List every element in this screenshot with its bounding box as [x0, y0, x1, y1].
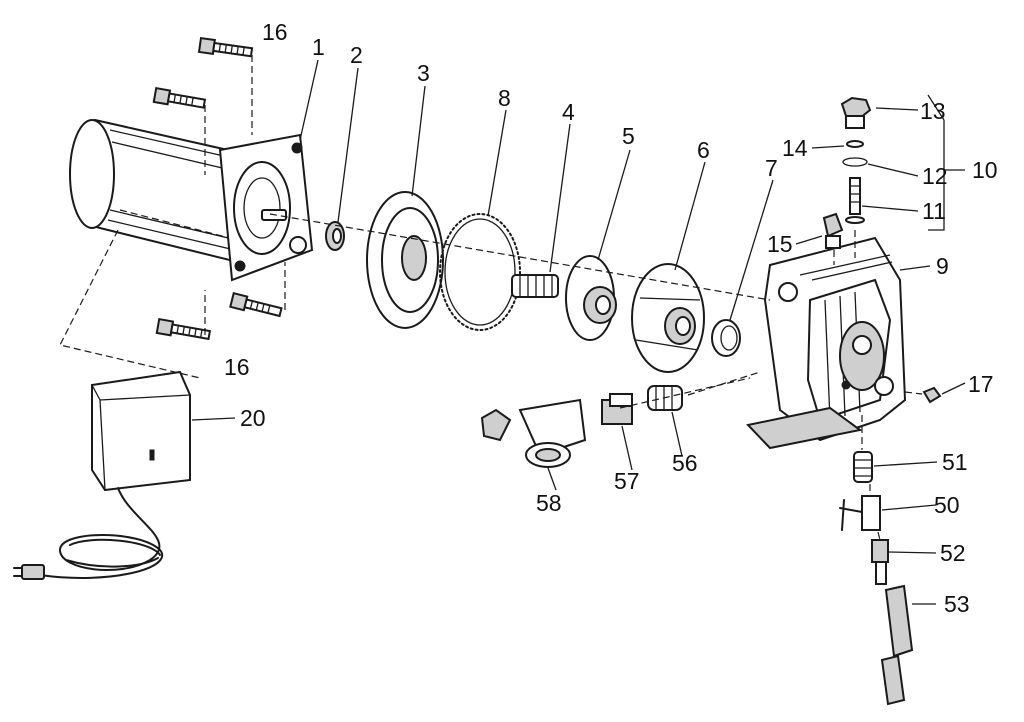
callout-50: 50	[934, 492, 960, 518]
switch-box-part	[13, 229, 201, 580]
callout-3: 3	[417, 60, 430, 86]
callout-53: 53	[944, 591, 970, 617]
shaft-seal-part	[511, 274, 559, 298]
callout-2: 2	[350, 42, 363, 68]
callout-15: 15	[767, 231, 793, 257]
assembly-axis-line-lower	[619, 377, 751, 409]
bolt-part	[152, 36, 286, 341]
wear-ring-part	[711, 319, 741, 357]
callout-13: 13	[920, 98, 946, 124]
callout-7: 7	[765, 155, 778, 181]
priming-plug-assembly	[822, 96, 872, 265]
callout-52: 52	[940, 540, 966, 566]
callout-9: 9	[936, 253, 949, 279]
drain-plug-part	[904, 386, 942, 404]
callout-labels: 1 2 3 8 4 5 6 7 9 13 14 12 10 11 15 16 1…	[224, 19, 998, 617]
callout-57: 57	[614, 468, 640, 494]
impeller-part	[565, 255, 617, 341]
callout-14: 14	[782, 135, 808, 161]
motor-part	[69, 118, 314, 282]
o-ring-part	[439, 213, 521, 331]
callout-16-top: 16	[262, 19, 288, 45]
tube-fitting-parts	[839, 415, 914, 706]
seal-part	[325, 221, 345, 251]
callout-20: 20	[240, 405, 266, 431]
valve-part	[480, 398, 587, 468]
callout-1: 1	[312, 34, 325, 60]
callout-4: 4	[562, 99, 575, 125]
callout-17: 17	[968, 371, 994, 397]
leader-lines	[191, 59, 966, 605]
callout-10: 10	[972, 157, 998, 183]
callout-16-bottom: 16	[224, 354, 250, 380]
bushing-part	[601, 393, 633, 425]
seal-plate-part	[366, 191, 444, 329]
callout-12: 12	[922, 163, 948, 189]
callout-58: 58	[536, 490, 562, 516]
callout-11: 11	[922, 198, 946, 224]
assembly-axis-line	[269, 213, 771, 301]
callout-51: 51	[942, 449, 968, 475]
callout-6: 6	[697, 137, 710, 163]
callout-8: 8	[498, 85, 511, 111]
diffuser-part	[631, 263, 705, 373]
callout-5: 5	[622, 123, 635, 149]
pump-body-part	[746, 236, 907, 450]
callout-56: 56	[672, 450, 698, 476]
